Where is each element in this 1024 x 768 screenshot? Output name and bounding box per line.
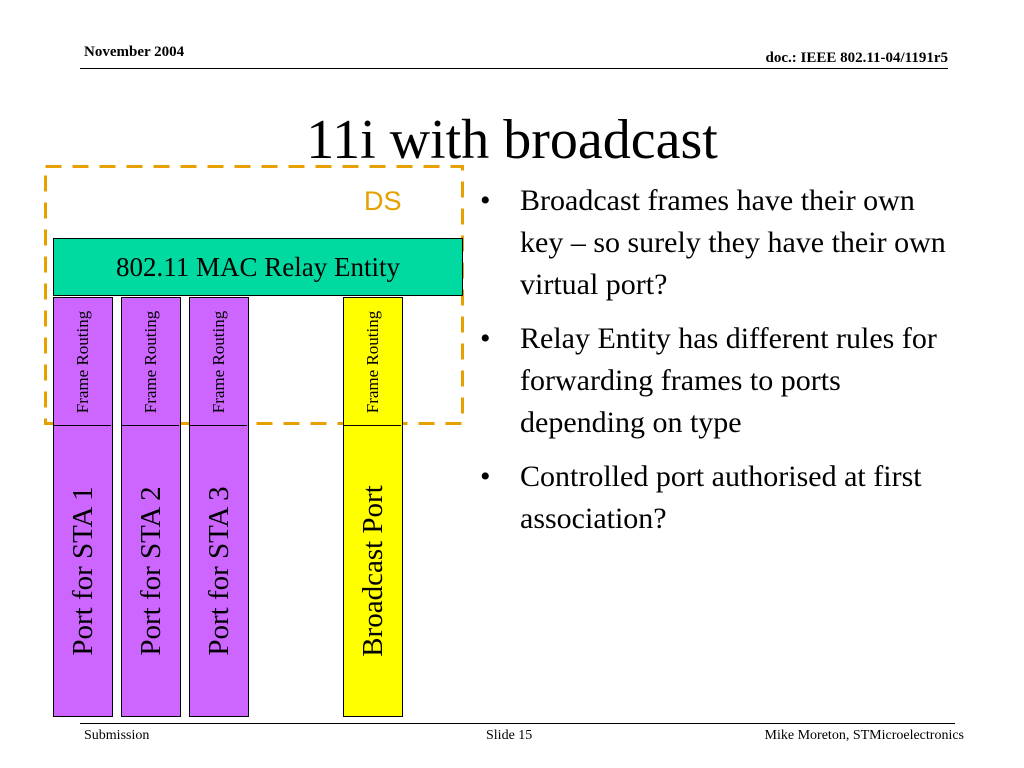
footer-rule [80,723,955,724]
footer-author: Mike Moreton, STMicroelectronics [764,728,964,743]
column-divider [190,425,247,426]
bullet-item: • Relay Entity has different rules for fo… [480,318,960,444]
frame-routing-box: Frame Routing [54,298,111,425]
bullet-item: • Controlled port authorised at first ass… [480,456,960,540]
port-column-sta3: Frame Routing Port for STA 3 [189,297,249,717]
frame-routing-label: Frame Routing [362,310,382,413]
port-box: Port for STA 3 [190,427,247,715]
port-column-sta2: Frame Routing Port for STA 2 [121,297,181,717]
port-box: Broadcast Port [344,427,401,715]
frame-routing-box: Frame Routing [190,298,247,425]
port-label: Port for STA 1 [66,486,99,656]
port-column-sta1: Frame Routing Port for STA 1 [53,297,113,717]
ds-label: DS [364,186,402,216]
header-rule [80,68,948,69]
broadcast-port-label: Broadcast Port [356,485,389,657]
column-divider [54,425,111,426]
bullet-text: Controlled port authorised at first asso… [520,460,922,535]
footer-slide-number: Slide 15 [486,728,533,743]
frame-routing-label: Frame Routing [72,310,92,413]
frame-routing-label: Frame Routing [208,310,228,413]
mac-relay-entity: 802.11 MAC Relay Entity [53,238,463,296]
broadcast-column: Frame Routing Broadcast Port [343,297,403,717]
header-doc-id: doc.: IEEE 802.11-04/1191r5 [765,50,948,66]
column-divider [344,425,401,426]
frame-routing-label: Frame Routing [140,310,160,413]
footer-submission: Submission [84,728,150,743]
bullet-item: • Broadcast frames have their own key – s… [480,180,960,306]
header-date: November 2004 [84,44,185,60]
column-divider [122,425,179,426]
bullet-dot: • [480,184,491,217]
bullet-text: Relay Entity has different rules for for… [520,322,937,439]
port-label: Port for STA 2 [134,486,167,656]
frame-routing-box: Frame Routing [344,298,401,425]
slide-title: 11i with broadcast [306,109,718,171]
bullet-list: • Broadcast frames have their own key – s… [480,180,960,552]
port-box: Port for STA 1 [54,427,111,715]
frame-routing-box: Frame Routing [122,298,179,425]
bullet-dot: • [480,322,491,355]
port-label: Port for STA 3 [202,486,235,656]
bullet-text: Broadcast frames have their own key – so… [520,184,946,301]
port-box: Port for STA 2 [122,427,179,715]
bullet-dot: • [480,460,491,493]
